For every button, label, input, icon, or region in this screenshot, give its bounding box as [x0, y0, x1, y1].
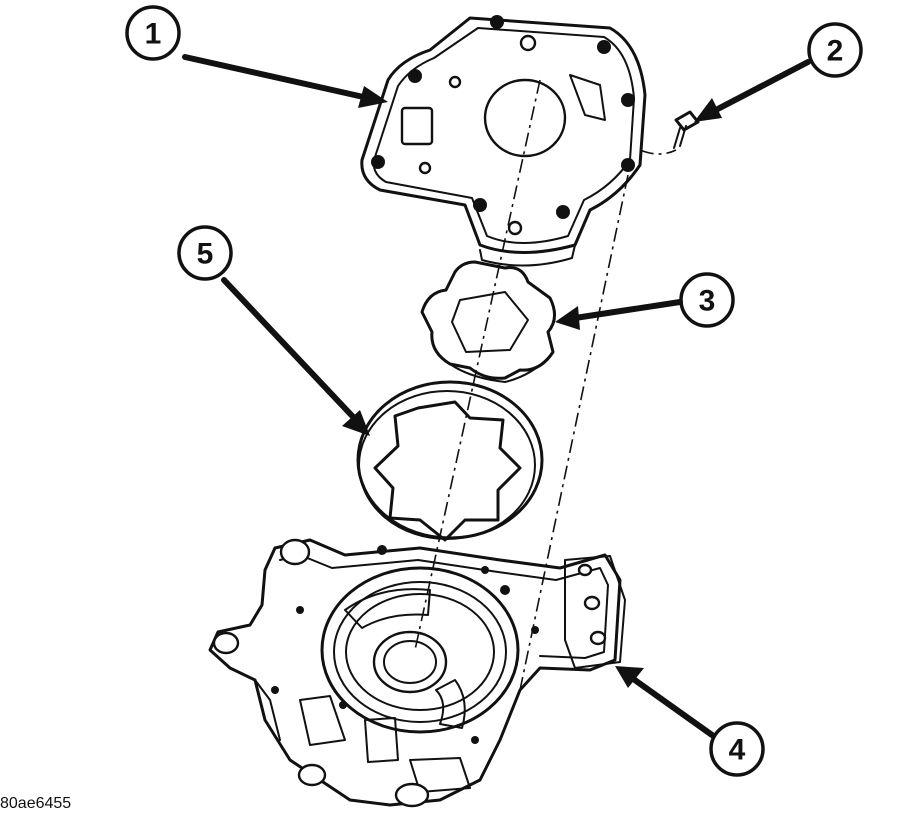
callout-4: 4	[615, 666, 765, 777]
assembly-centerlines	[414, 79, 629, 691]
callout-2-label: 2	[827, 35, 844, 68]
callout-3: 3	[555, 272, 735, 330]
callout-1: 1	[125, 5, 388, 108]
figure-code: 80ae6455	[0, 795, 72, 812]
callout-2: 2	[694, 22, 863, 122]
callout-4-label: 4	[729, 734, 746, 767]
callout-3-label: 3	[699, 285, 716, 318]
pump-housing	[208, 538, 626, 808]
cover-screw	[639, 110, 700, 155]
inner-rotor	[420, 260, 556, 383]
callout-1-label: 1	[145, 18, 162, 51]
callout-5-label: 5	[197, 238, 214, 271]
outer-rotor	[356, 380, 544, 542]
callout-5: 5	[177, 225, 370, 436]
pump-cover-plate	[360, 15, 647, 267]
